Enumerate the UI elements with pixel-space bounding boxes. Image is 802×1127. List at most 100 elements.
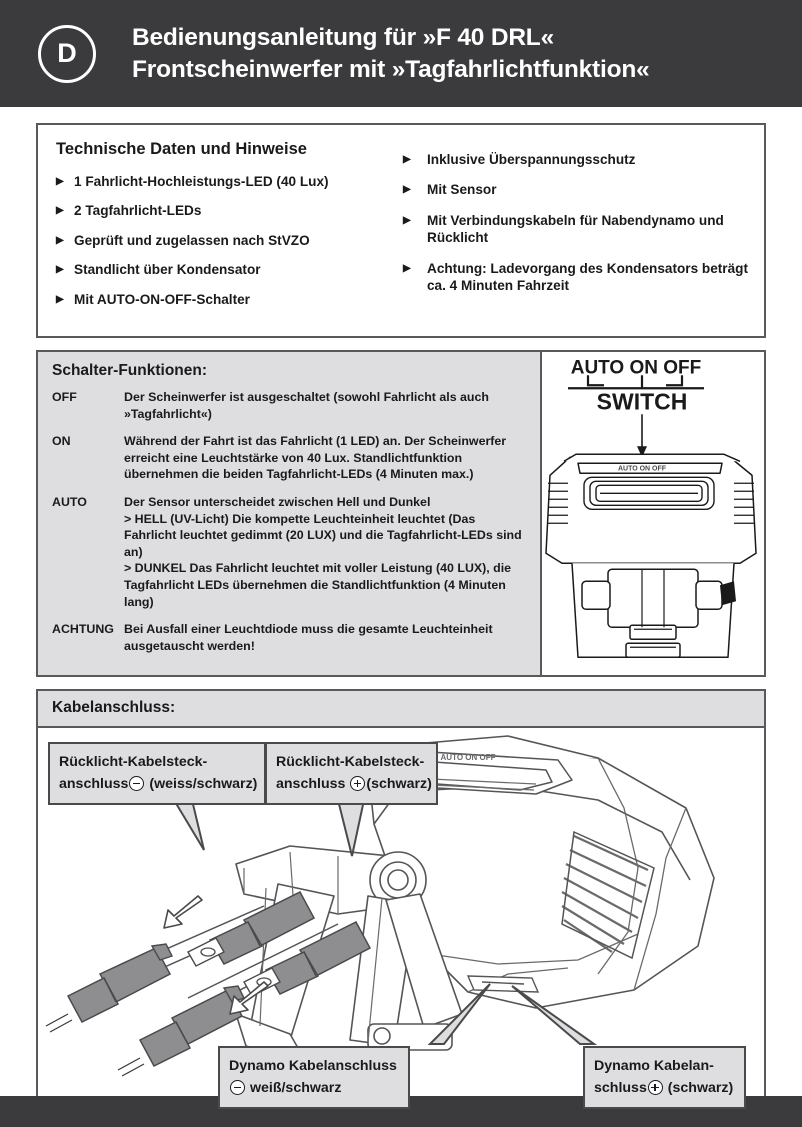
list-item-label: Mit AUTO-ON-OFF-Schalter	[74, 291, 250, 307]
minus-terminal-icon	[129, 776, 145, 792]
switch-label-top: AUTO ON OFF	[571, 357, 702, 378]
callout-tail	[172, 799, 205, 851]
switch-mode-description: Der Sensor unterscheidet zwischen Hell u…	[124, 494, 528, 610]
callout-tail	[511, 985, 598, 1046]
list-item: ▶ Mit Verbindungskabeln für Nabendynamo …	[401, 212, 750, 247]
list-item-label: 1 Fahrlicht-Hochleistungs-LED (40 Lux)	[74, 174, 329, 189]
list-item-label: 2 Tagfahrlicht-LEDs	[74, 203, 202, 219]
headlight-cable-illustration: AUTO ON OFF	[45, 735, 715, 1078]
switch-function-row-achtung: ACHTUNG Bei Ausfall einer Leuchtdiode mu…	[52, 621, 528, 654]
callout-text: anschluss	[276, 776, 346, 793]
callout-text: schluss	[594, 1080, 647, 1097]
callout-line-2: schluss (schwarz)	[594, 1077, 735, 1099]
switch-mode-label: OFF	[52, 389, 77, 404]
technical-data-title: Technische Daten und Hinweise	[56, 140, 307, 158]
housing-switch-label: AUTO ON OFF	[441, 753, 496, 762]
header-title-block: Bedienungsanleitung für »F 40 DRL« Front…	[132, 22, 650, 86]
switch-function-row-on: ON Während der Fahrt ist das Fahrlicht (…	[52, 433, 528, 483]
bullet-triangle-icon: ▶	[56, 205, 64, 217]
switch-label-bottom: SWITCH	[597, 388, 688, 414]
cable-diagram-area: AUTO ON OFF	[38, 728, 764, 1114]
auto-dunkel-label: > DUNKEL	[124, 561, 187, 576]
switch-mode-label: ON	[52, 434, 71, 449]
callout-rear-light-minus: Rücklicht-Kabelsteck- anschluss (weiss/s…	[48, 742, 266, 806]
switch-function-row-off: OFF Der Scheinwerfer ist ausgeschaltet (…	[52, 389, 528, 422]
callout-dynamo-minus: Dynamo Kabelanschluss weiß/schwarz	[218, 1046, 410, 1110]
technical-data-left-column: Technische Daten und Hinweise ▶ 1 Fahrli…	[52, 137, 401, 320]
switch-functions-section: Schalter-Funktionen: OFF Der Scheinwerfe…	[36, 349, 766, 678]
auto-dunkel-text: Das Fahrlicht leuchtet mit voller Leistu…	[124, 561, 512, 609]
switch-functions-text-column: Schalter-Funktionen: OFF Der Scheinwerfe…	[38, 351, 540, 676]
bullet-triangle-icon: ▶	[56, 293, 64, 305]
connector-sleeve	[45, 943, 173, 1034]
page-title-line2: Frontscheinwerfer mit »Tagfahrlichtfunkt…	[132, 55, 650, 83]
switch-function-row-auto: AUTO Der Sensor unterscheidet zwischen H…	[52, 494, 528, 610]
list-item: ▶ Geprüft und zugelassen nach StVZO	[52, 232, 401, 249]
list-item: ▶ 1 Fahrlicht-Hochleistungs-LED (40 Lux)	[52, 173, 401, 190]
housing-switch-label: AUTO ON OFF	[618, 465, 667, 472]
page-title-line1: Bedienungsanleitung für »F 40 DRL«	[132, 23, 554, 51]
plus-terminal-icon	[647, 1080, 663, 1096]
auto-hell-text: Die kompette Leuchteinheit leuchtet (Das…	[124, 511, 522, 559]
callout-wire-color: weiß/schwarz	[249, 1080, 342, 1097]
switch-mode-description: Der Scheinwerfer ist ausgeschaltet (sowo…	[124, 389, 489, 421]
plus-terminal-icon	[350, 776, 366, 792]
insertion-arrow-icon	[229, 981, 269, 1016]
switch-diagram-panel: AUTO ON OFF SWITCH	[540, 351, 764, 676]
list-item-label: Geprüft und zugelassen nach StVZO	[74, 232, 310, 248]
callout-wire-color: (weiss/schwarz)	[149, 776, 258, 793]
callout-text: anschluss	[59, 776, 129, 793]
connector-sleeve	[117, 985, 245, 1078]
bullet-triangle-icon: ▶	[403, 262, 411, 274]
switch-mode-description: Bei Ausfall einer Leuchtdiode muss die g…	[124, 622, 493, 653]
list-item: ▶ Inklusive Überspannungsschutz	[401, 151, 750, 168]
list-item-label: Achtung: Ladevorgang des Kondensators be…	[427, 260, 748, 293]
switch-mode-label: ACHTUNG	[52, 622, 114, 637]
bullet-triangle-icon: ▶	[403, 184, 411, 196]
bullet-triangle-icon: ▶	[403, 154, 411, 165]
callout-wire-color: (schwarz)	[667, 1080, 734, 1097]
technical-data-section: Technische Daten und Hinweise ▶ 1 Fahrli…	[36, 123, 766, 338]
list-item: ▶ Standlicht über Kondensator	[52, 261, 401, 278]
list-item: ▶ Mit Sensor	[401, 181, 750, 198]
callout-line-2: anschluss (weiss/schwarz)	[59, 773, 258, 795]
country-code-letter: D	[57, 38, 77, 68]
callout-rear-light-plus: Rücklicht-Kabelsteck- anschluss (schwarz…	[265, 742, 438, 806]
callout-line-1: Rücklicht-Kabelsteck-	[276, 754, 425, 771]
list-item-label: Inklusive Überspannungsschutz	[427, 152, 636, 167]
spade-terminal	[187, 891, 316, 968]
country-code-badge: D	[38, 24, 96, 83]
callout-dynamo-plus: Dynamo Kabelan- schluss (schwarz)	[583, 1046, 746, 1110]
callout-line-2: weiß/schwarz	[229, 1077, 399, 1099]
cable-connection-title: Kabelanschluss:	[38, 691, 764, 729]
switch-functions-title: Schalter-Funktionen:	[52, 361, 208, 379]
list-item: ▶ 2 Tagfahrlicht-LEDs	[52, 202, 401, 219]
callout-line-1: Dynamo Kabelanschluss	[229, 1058, 397, 1075]
headlight-rear-view-diagram: AUTO ON OFF SWITCH	[545, 357, 757, 658]
callout-tail	[336, 799, 366, 857]
bullet-triangle-icon: ▶	[403, 214, 411, 226]
switch-mode-label: AUTO	[52, 495, 87, 509]
list-item: ▶ Mit AUTO-ON-OFF-Schalter	[52, 291, 401, 308]
minus-terminal-icon	[230, 1080, 245, 1096]
callout-wire-color: (schwarz)	[366, 776, 432, 793]
technical-data-right-column: ▶ Inklusive Überspannungsschutz ▶ Mit Se…	[401, 137, 750, 320]
bullet-triangle-icon: ▶	[56, 264, 64, 276]
callout-line-1: Rücklicht-Kabelsteck-	[59, 754, 208, 771]
callout-line-1: Dynamo Kabelan-	[594, 1058, 714, 1075]
page-body: Technische Daten und Hinweise ▶ 1 Fahrli…	[0, 123, 802, 1116]
auto-hell-label: > HELL (UV-Licht)	[124, 511, 229, 526]
spade-terminal	[243, 921, 372, 998]
callout-tail	[427, 983, 491, 1046]
auto-intro-text: Der Sensor unterscheidet zwischen Hell u…	[124, 495, 431, 509]
mount-bolt-icon	[720, 581, 736, 606]
bullet-triangle-icon: ▶	[56, 176, 64, 187]
list-item-label: Standlicht über Kondensator	[74, 262, 261, 278]
list-item-label: Mit Verbindungskabeln für Nabendynamo un…	[427, 212, 724, 246]
callout-line-2: anschluss (schwarz)	[276, 773, 432, 795]
cable-connection-section: Kabelanschluss:	[36, 689, 766, 1116]
list-item: ▶ Achtung: Ladevorgang des Kondensators …	[401, 260, 750, 295]
page-header: D Bedienungsanleitung für »F 40 DRL« Fro…	[0, 0, 802, 107]
insertion-arrow-icon	[163, 895, 203, 930]
list-item-label: Mit Sensor	[427, 182, 497, 198]
